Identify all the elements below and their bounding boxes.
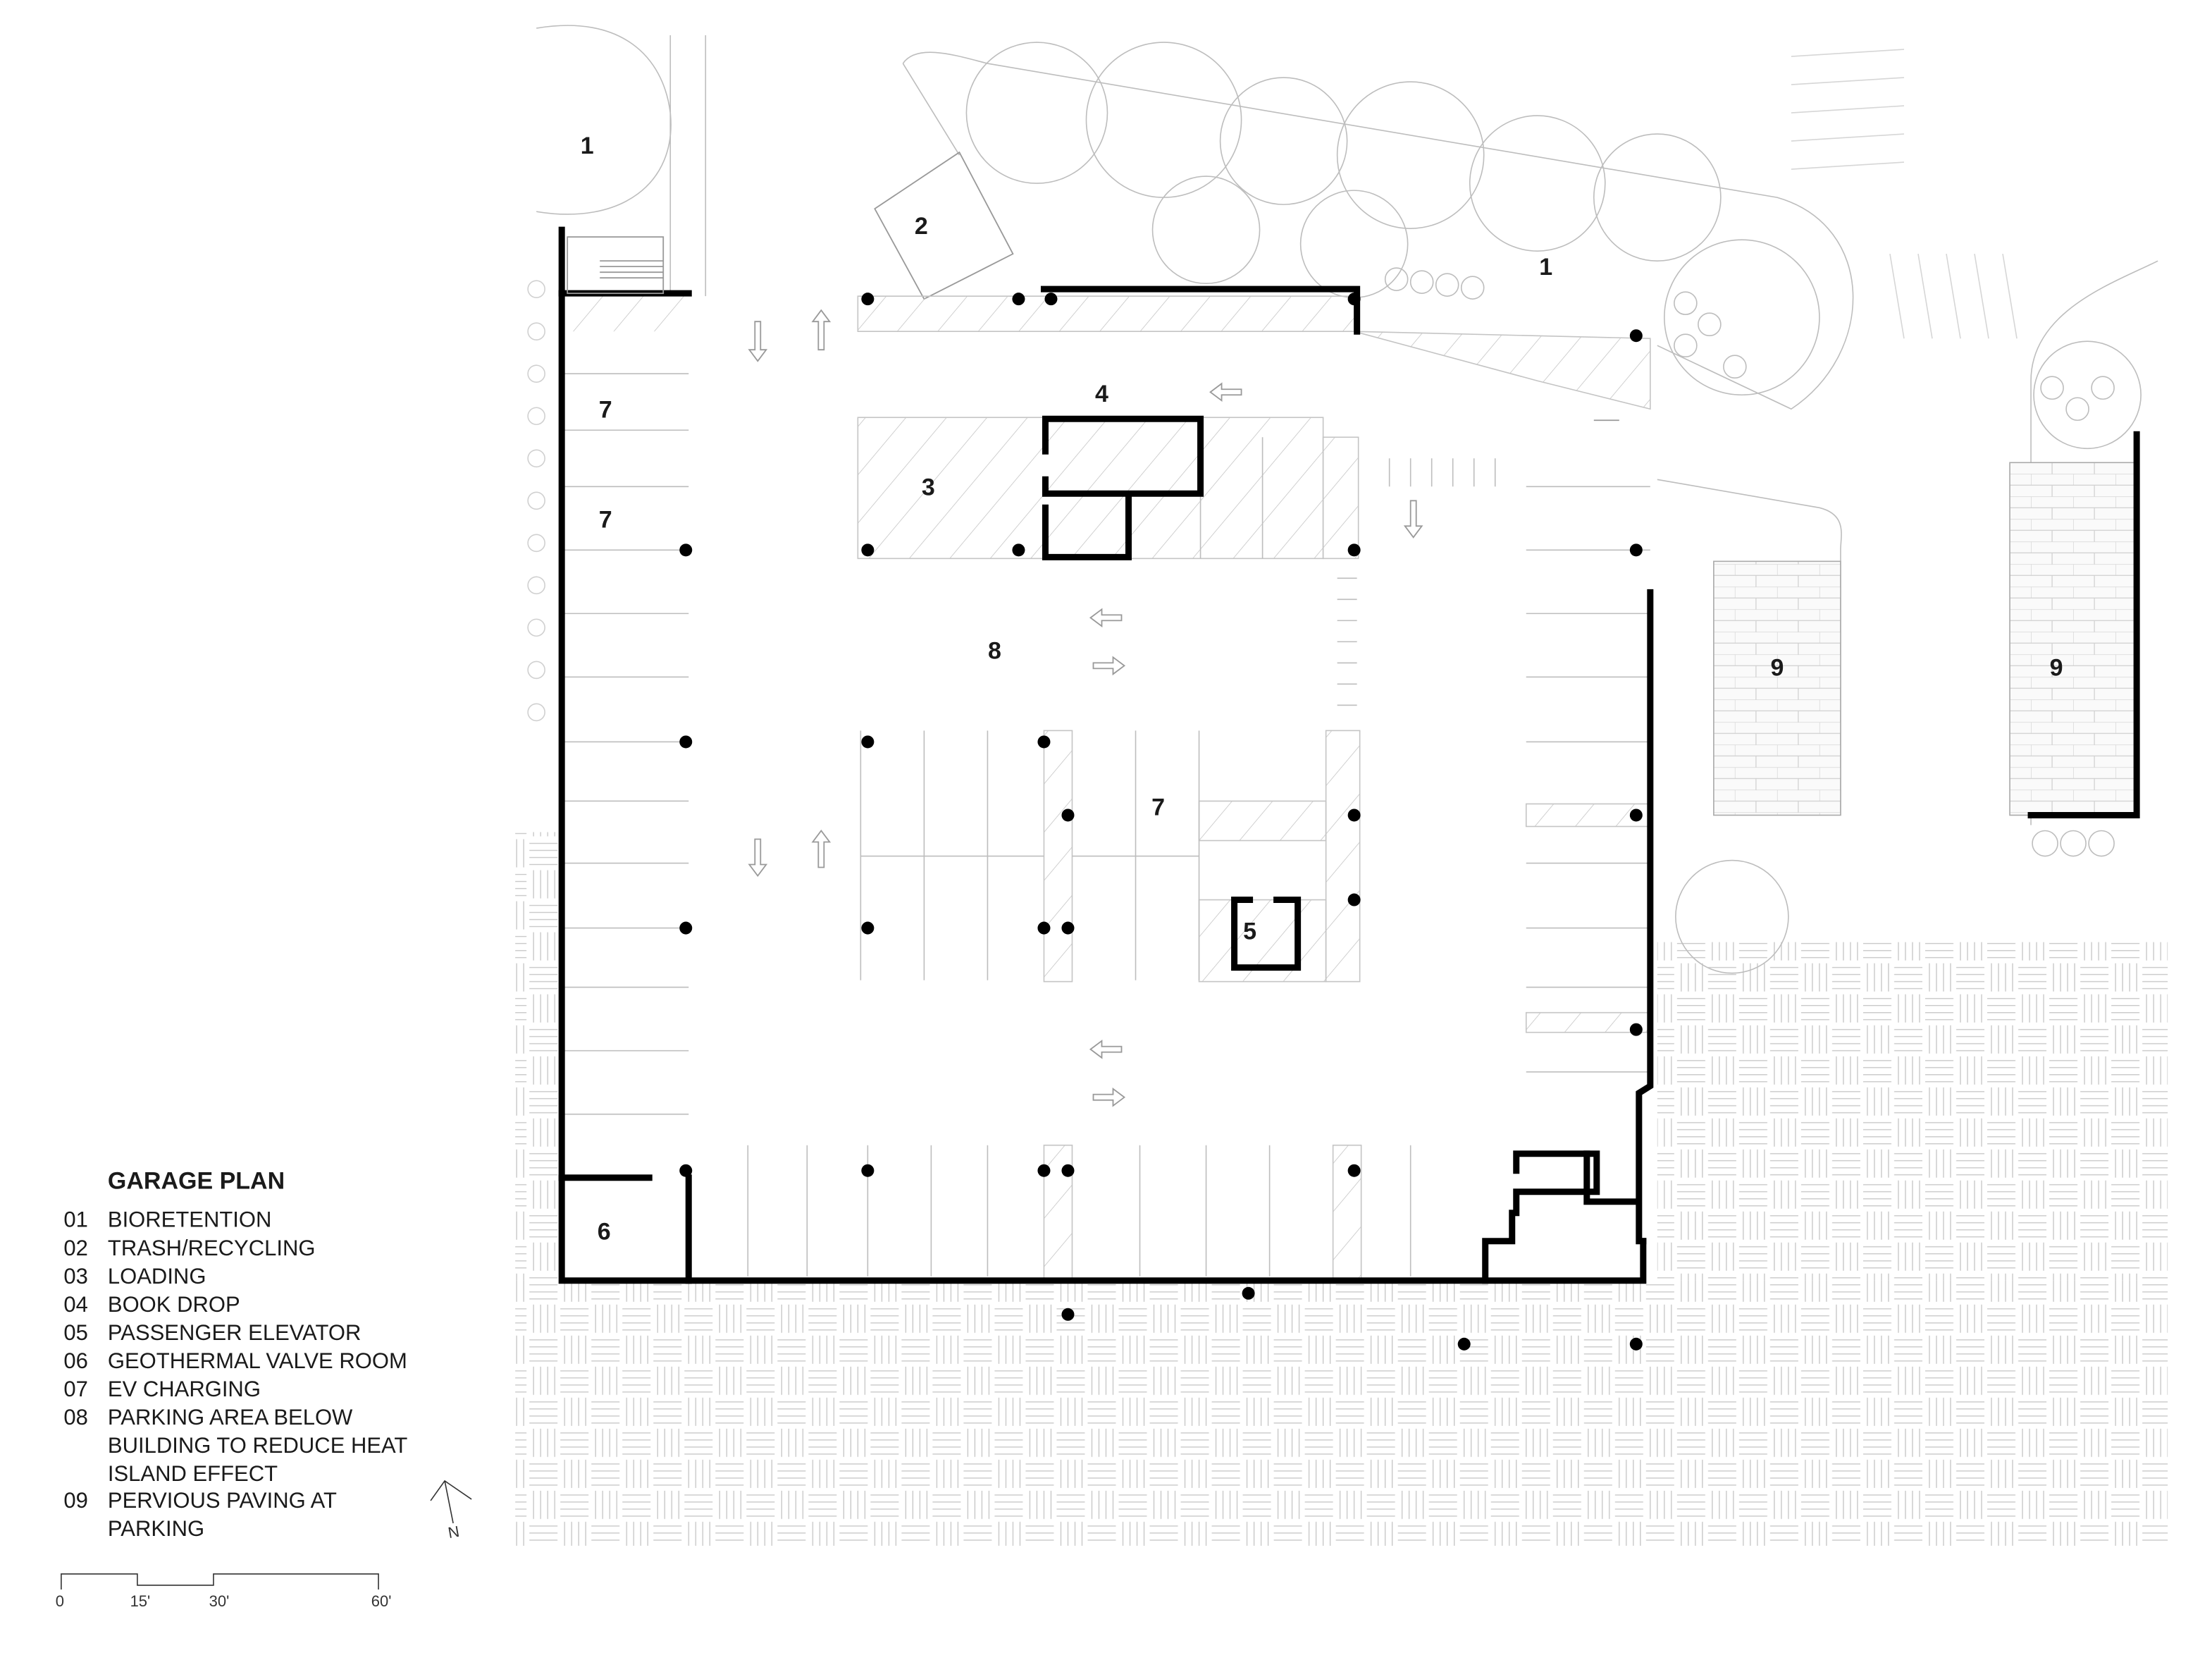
legend-item: PARKING: [108, 1516, 204, 1541]
scale-tick-label: 30': [209, 1592, 230, 1610]
traffic-arrows: [748, 309, 1619, 1107]
legend-item: GEOTHERMAL VALVE ROOM: [108, 1348, 407, 1373]
legend-item: BIORETENTION: [108, 1207, 272, 1232]
label-bioretention: 1: [1539, 254, 1552, 281]
parking-stall-lines: [564, 373, 1650, 1277]
legend-item: LOADING: [108, 1264, 206, 1289]
label-bioretention: 1: [581, 133, 594, 159]
legend-number: 06: [63, 1348, 87, 1373]
north-arrow-icon: N: [430, 1480, 472, 1542]
label-geothermal-valve-room: 6: [598, 1219, 611, 1246]
legend-number: 02: [63, 1236, 87, 1260]
landscape-trees: [527, 25, 2158, 974]
area-labels: 1 1 2 3 4 5 6 7 7 7 8 9 9: [581, 133, 2063, 1246]
scale-bar: 0 15' 30' 60': [56, 1573, 392, 1610]
legend-item: PASSENGER ELEVATOR: [108, 1320, 361, 1345]
label-pervious-paving: 9: [2050, 654, 2063, 681]
legend-item: EV CHARGING: [108, 1377, 261, 1401]
legend-number: 03: [63, 1264, 87, 1289]
label-parking-below-building: 8: [988, 637, 1001, 664]
legend-number: 04: [63, 1292, 87, 1317]
legend-number: 05: [63, 1320, 87, 1345]
label-loading: 3: [922, 474, 935, 500]
legend-title: GARAGE PLAN: [108, 1168, 285, 1195]
columns: [679, 293, 1643, 1351]
site-paving: [515, 832, 2168, 1546]
legend-number: 01: [63, 1207, 87, 1232]
label-pervious-paving: 9: [1770, 654, 1784, 681]
label-ev-charging: 7: [599, 506, 612, 533]
label-passenger-elevator: 5: [1243, 918, 1256, 945]
label-trash-recycling: 2: [915, 213, 928, 240]
label-book-drop: 4: [1095, 381, 1108, 407]
legend-number: 09: [63, 1488, 87, 1513]
legend-number: 07: [63, 1377, 87, 1401]
legend: GARAGE PLAN 01 BIORETENTION 02 TRASH/REC…: [63, 1168, 407, 1541]
scale-tick-label: 60': [371, 1592, 392, 1610]
label-ev-charging: 7: [1151, 794, 1165, 820]
hatched-zones: [564, 295, 1651, 1280]
stair: [567, 236, 665, 295]
legend-item: TRASH/RECYCLING: [108, 1236, 316, 1260]
legend-item: ISLAND EFFECT: [108, 1461, 278, 1486]
legend-item: BOOK DROP: [108, 1292, 240, 1317]
legend-item: PERVIOUS PAVING AT: [108, 1488, 337, 1513]
legend-item: PARKING AREA BELOW: [108, 1405, 353, 1430]
trash-enclosure: [874, 151, 1014, 300]
pervious-paving: [1713, 462, 2137, 816]
scale-tick-label: 15': [130, 1592, 151, 1610]
structural-walls: [558, 226, 2140, 1284]
scale-tick-label: 0: [56, 1592, 64, 1610]
legend-number: 08: [63, 1405, 87, 1430]
north-label: N: [447, 1523, 461, 1542]
label-ev-charging: 7: [599, 396, 612, 423]
legend-item: BUILDING TO REDUCE HEAT: [108, 1433, 408, 1458]
